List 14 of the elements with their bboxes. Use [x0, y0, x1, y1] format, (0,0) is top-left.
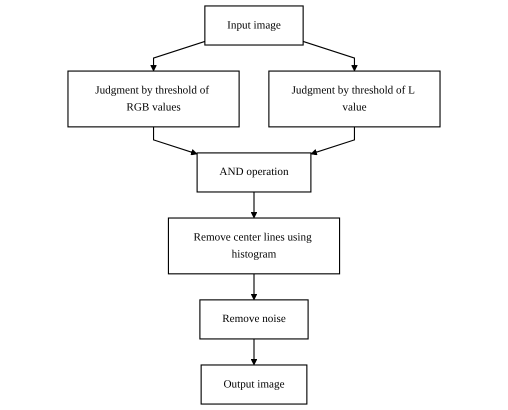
arrow: [302, 40, 358, 72]
arrow: [310, 126, 356, 156]
arrow: [150, 40, 206, 72]
node-box: AND operation: [196, 152, 312, 193]
arrow: [250, 192, 258, 218]
node-box: Remove noise: [199, 299, 309, 340]
node-box: Remove center lines using histogram: [168, 217, 340, 274]
arrow: [152, 126, 198, 156]
node-box: Input image: [204, 5, 304, 46]
node-box: Judgment by threshold of L value: [268, 70, 441, 128]
arrow: [250, 338, 258, 366]
arrow: [250, 274, 258, 300]
node-box: Output image: [200, 364, 308, 405]
node-box: Judgment by threshold of RGB values: [67, 70, 240, 128]
